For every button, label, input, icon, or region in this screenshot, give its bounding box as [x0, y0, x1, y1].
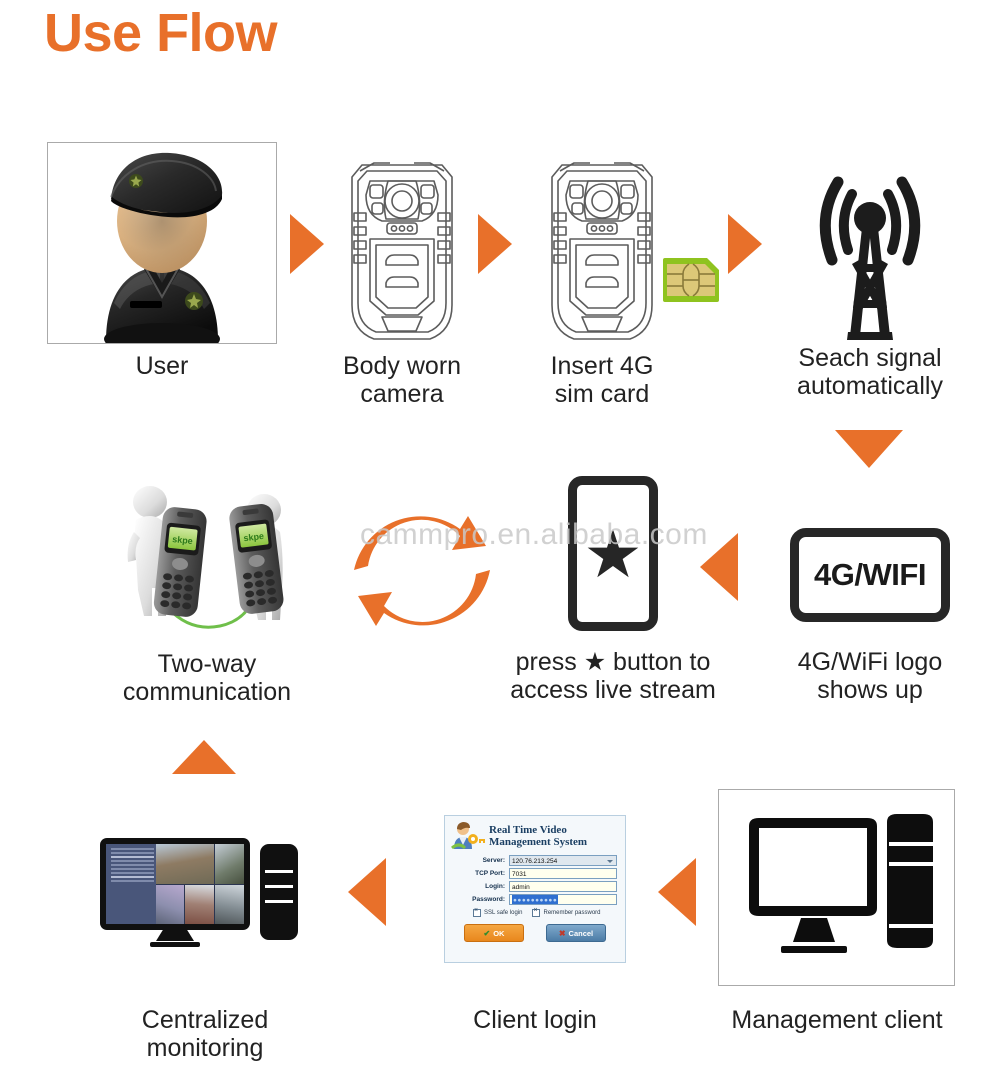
sim-card-icon — [663, 258, 719, 302]
arrow-camera-to-sim — [478, 214, 512, 274]
caption-client-login: Client login — [473, 1006, 597, 1034]
login-dialog-title: Real Time Video Management System — [489, 823, 588, 848]
caption-user: User — [135, 352, 189, 380]
arrow-signal-to-logo — [835, 430, 903, 468]
signal-tower-icon — [819, 176, 921, 340]
caption-press-star: press ★ button to access live stream — [510, 648, 716, 705]
two-way-radio-icon: skpe skpe — [127, 486, 284, 629]
arrow-login-to-centralized — [348, 858, 386, 926]
checkbox-label: SSL safe login — [484, 910, 523, 916]
login-button-row: ✔ OK ✖ Cancel — [445, 924, 625, 942]
step-body-worn-camera-image — [334, 155, 470, 355]
label-password: Password: — [472, 896, 505, 903]
body-worn-camera-icon — [351, 162, 453, 340]
input-tcp-port[interactable]: 7031 — [509, 868, 617, 879]
camera-grid — [155, 844, 244, 924]
checkbox-icon — [532, 907, 541, 917]
svg-text:skpe: skpe — [172, 534, 193, 546]
input-server[interactable]: 120.76.213.254 — [509, 855, 617, 866]
field-row-tcp-port: TCP Port: 7031 — [449, 868, 617, 879]
checkbox-icon — [473, 907, 481, 917]
login-dialog-header: Real Time Video Management System — [445, 816, 625, 853]
caption-4g-wifi-logo: 4G/WiFi logo shows up — [797, 648, 943, 705]
label-tcp-port: TCP Port: — [475, 870, 505, 877]
login-options-row: SSL safe login Remember password — [473, 907, 619, 917]
step-4g-wifi-badge: 4G/WIFI — [790, 528, 950, 622]
star-icon: ★ — [583, 516, 643, 591]
close-icon: ✖ — [558, 928, 566, 938]
arrow-logo-to-star — [700, 533, 738, 601]
label-server: Server: — [482, 857, 505, 864]
body-worn-camera-icon — [551, 162, 653, 340]
cancel-button-label: Cancel — [568, 928, 594, 938]
caption-body-worn-camera: Body worn camera — [342, 352, 462, 409]
check-icon: ✔ — [483, 928, 491, 938]
monitor-base — [150, 942, 200, 947]
step-user-image — [47, 142, 277, 355]
user-key-icon — [451, 822, 485, 850]
arrow-sim-to-signal — [728, 214, 762, 274]
monitor-stand — [156, 930, 194, 941]
caption-insert-sim: Insert 4G sim card — [550, 352, 654, 409]
camera-pane — [155, 884, 185, 924]
checkbox-label: Remember password — [543, 910, 601, 916]
svg-text:skpe: skpe — [243, 531, 265, 543]
field-row-login: Login: admin — [449, 881, 617, 892]
input-login[interactable]: admin — [509, 881, 617, 892]
arrow-star-to-twoway — [352, 512, 492, 630]
camera-pane — [214, 844, 244, 884]
cctv-monitor-icon — [100, 838, 250, 930]
checkbox-remember-password[interactable]: Remember password — [532, 907, 601, 917]
step-insert-sim-image — [534, 155, 670, 355]
step-management-client-image — [718, 789, 955, 986]
camera-pane — [215, 884, 244, 924]
refresh-cycle-icon — [354, 516, 490, 626]
password-mask: ●●●●●●●●●● — [512, 895, 559, 904]
caption-two-way: Two-way communication — [122, 650, 292, 707]
cancel-button[interactable]: ✖ Cancel — [546, 924, 606, 942]
ok-button-label: OK — [493, 928, 505, 938]
page-title: Use Flow — [44, 3, 278, 63]
badge-4g-wifi-label: 4G/WIFI — [814, 557, 926, 592]
step-two-way-image: skpe skpe — [112, 480, 312, 640]
pc-tower-icon — [260, 844, 298, 940]
step-client-login-dialog[interactable]: Real Time Video Management System Server… — [444, 815, 626, 963]
camera-pane — [155, 844, 214, 884]
field-row-password: Password: ●●●●●●●●●● — [449, 894, 617, 905]
camera-tree-panel — [106, 844, 156, 924]
arrow-user-to-camera — [290, 214, 324, 274]
checkbox-ssl-safe-login[interactable]: SSL safe login — [473, 907, 523, 917]
sim-card-image — [663, 258, 719, 307]
field-row-server: Server: 120.76.213.254 — [449, 855, 617, 866]
input-password[interactable]: ●●●●●●●●●● — [509, 894, 617, 905]
step-centralized-monitoring-image — [100, 838, 310, 947]
camera-pane — [185, 884, 215, 924]
caption-centralized-monitoring: Centralized monitoring — [141, 1006, 269, 1063]
arrow-centralized-to-twoway — [172, 740, 236, 774]
step-press-star-image: ★ — [568, 476, 658, 631]
label-login: Login: — [485, 883, 505, 890]
caption-management-client: Management client — [731, 1006, 943, 1034]
step-search-signal-image — [790, 160, 950, 345]
ok-button[interactable]: ✔ OK — [464, 924, 524, 942]
arrow-management-to-login — [658, 858, 696, 926]
desktop-computer-icon — [749, 814, 933, 953]
caption-search-signal: Seach signal automatically — [797, 344, 943, 401]
police-officer-avatar-icon — [104, 152, 223, 355]
